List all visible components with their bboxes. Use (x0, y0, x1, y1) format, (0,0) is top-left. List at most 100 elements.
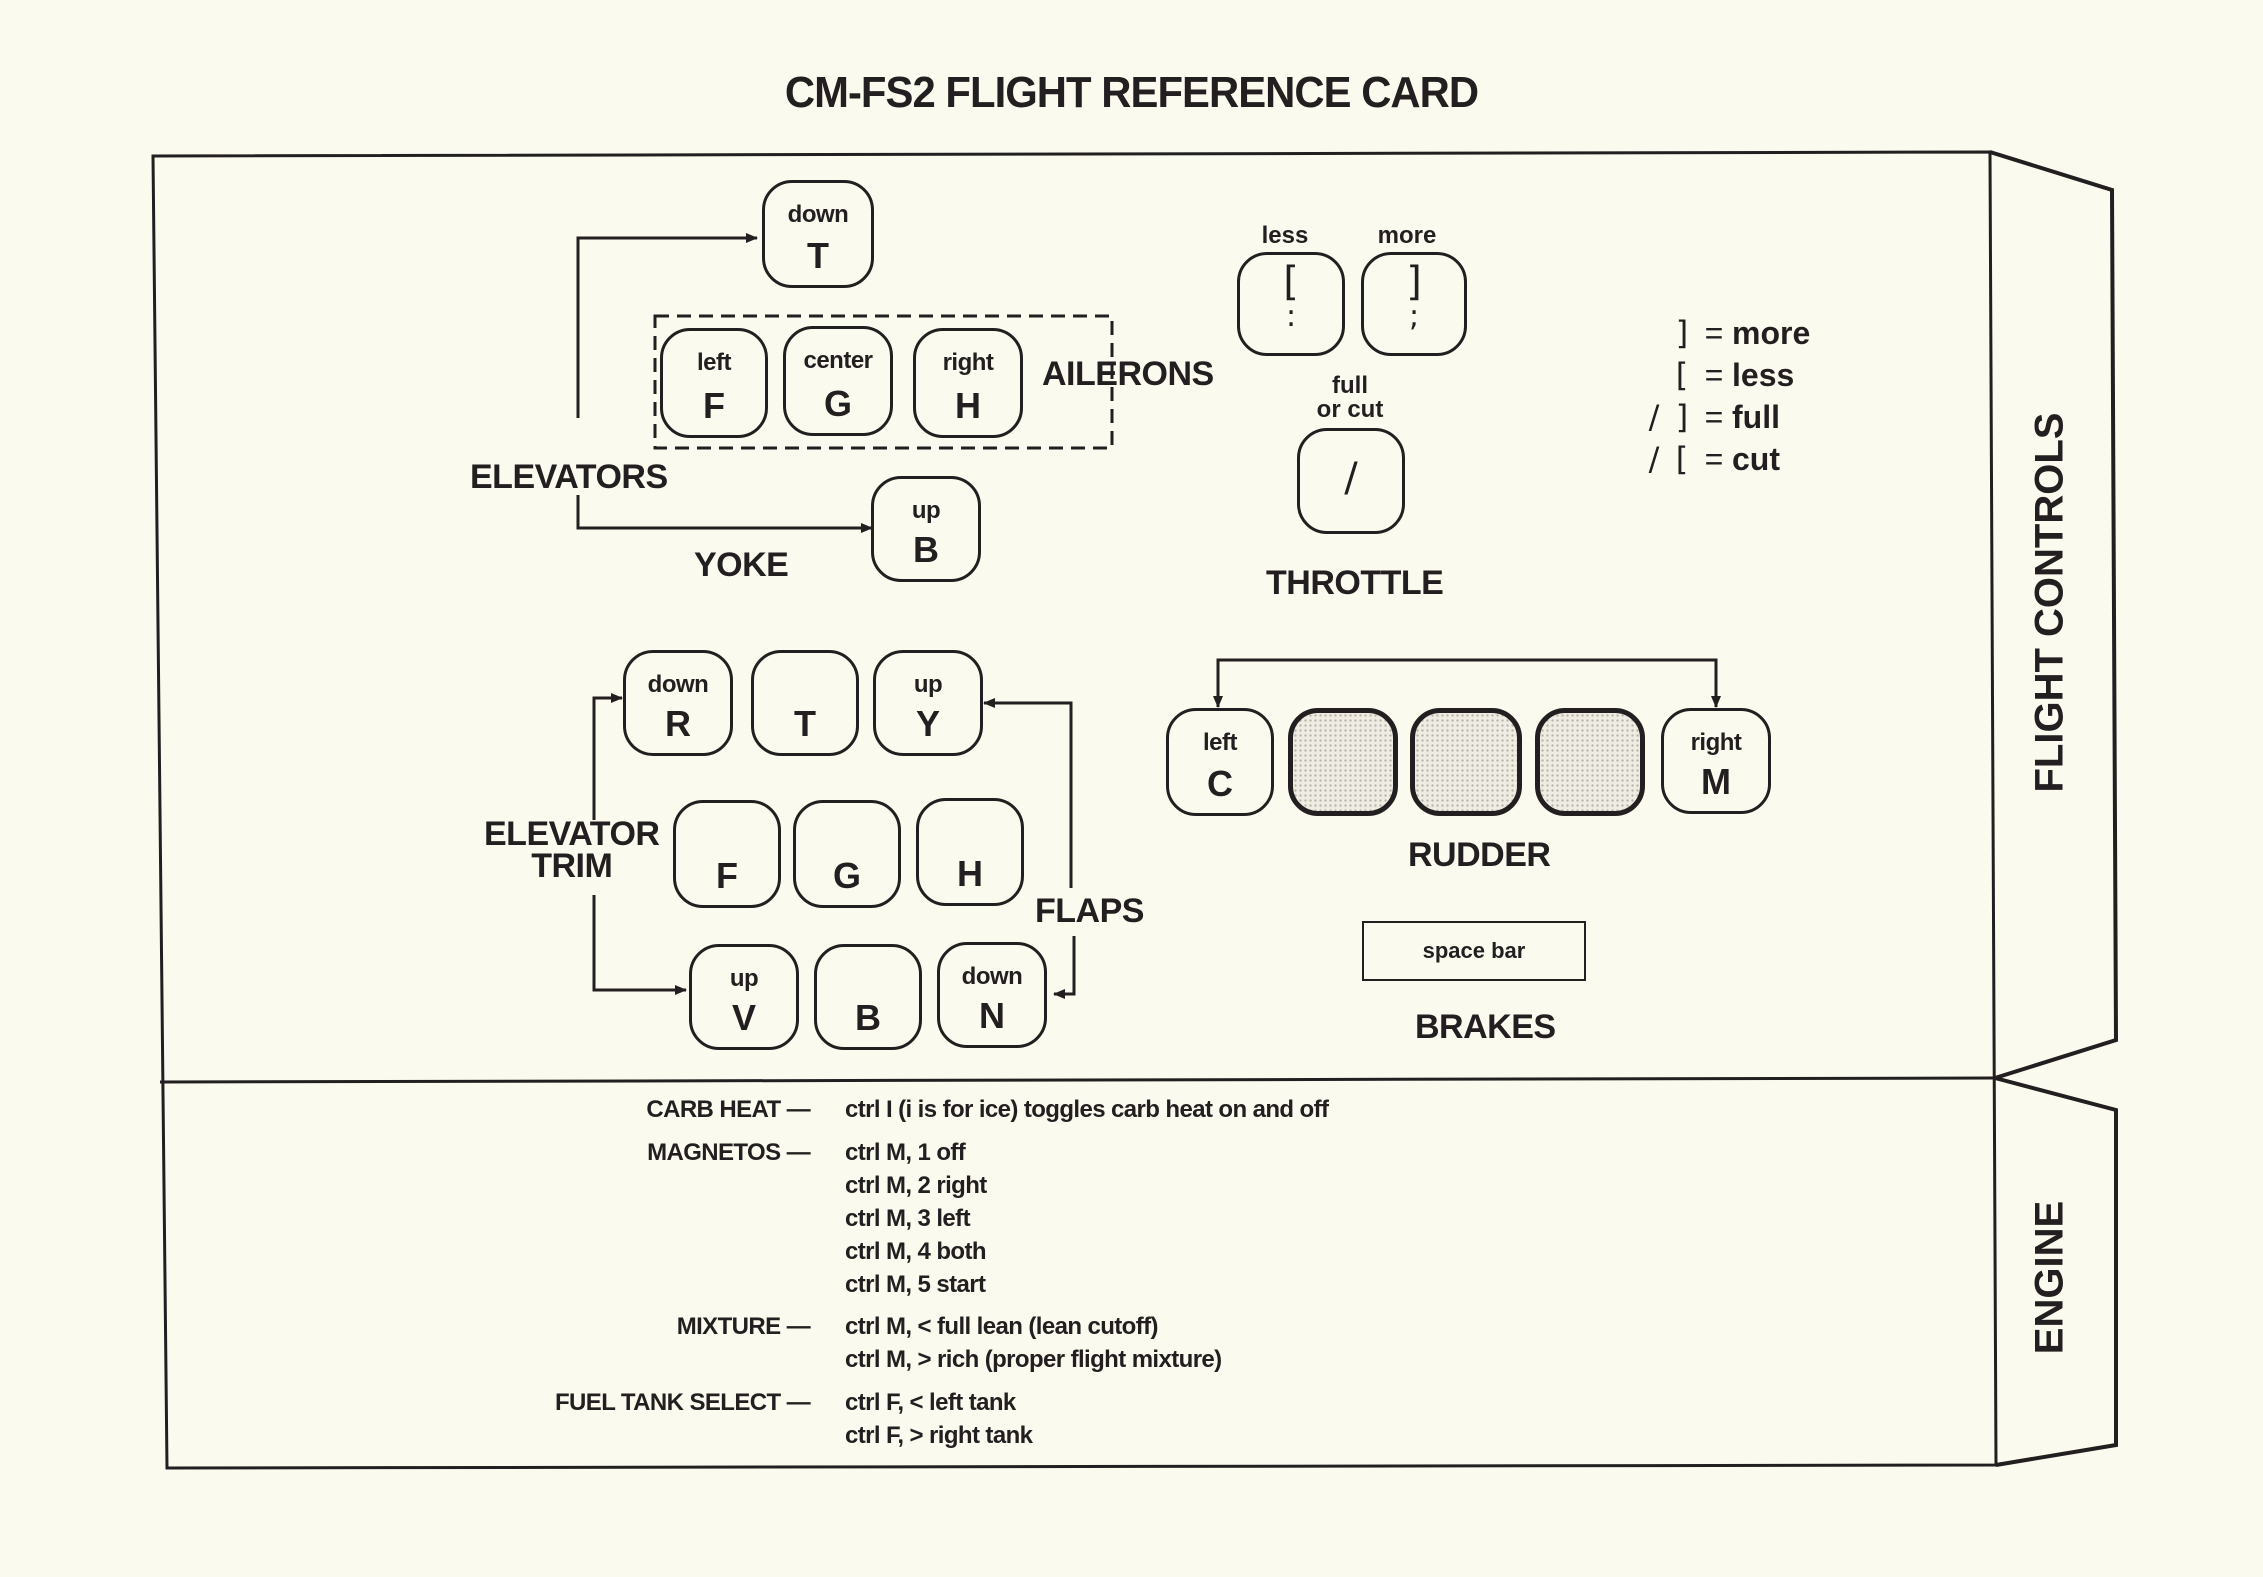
key-trim-up-v: up V (689, 944, 799, 1050)
semicolon-icon: ; (1408, 299, 1420, 334)
key-letter: H (955, 385, 981, 426)
engine-label-magnetos: MAGNETOS — (450, 1139, 811, 1167)
key-caption: down (647, 671, 709, 698)
tab-engine-label: ENGINE (2027, 1200, 2072, 1355)
key-t: T (751, 650, 859, 756)
key-throttle-more: ] ; (1361, 252, 1467, 356)
key-shaded-blank (1535, 708, 1645, 816)
key-caption: right (942, 349, 994, 376)
key-flaps-up-y: up Y (873, 650, 983, 756)
engine-value: ctrl M, < full lean (lean cutoff) (845, 1313, 1159, 1340)
key-trim-down-r: down R (623, 650, 733, 756)
engine-value: ctrl M, 1 off (845, 1139, 966, 1166)
engine-value: ctrl M, > rich (proper flight mixture) (845, 1346, 1222, 1373)
dash: — (786, 1096, 811, 1123)
key-shaded-blank (1410, 708, 1522, 816)
elevators-up-arrow (576, 495, 873, 533)
rudder-label: RUDDER (1408, 836, 1551, 874)
key-letter: T (794, 703, 816, 744)
card-title: CM-FS2 FLIGHT REFERENCE CARD (784, 68, 1479, 117)
legend-row: /] =full (1640, 398, 1780, 436)
bracket-right-icon: ] (1675, 314, 1689, 352)
throttle-or-cut-caption: or cut (1316, 396, 1384, 423)
key-letter: G (832, 855, 861, 896)
key-letter: Y (915, 703, 940, 744)
tab-engine-outline (1994, 1076, 2118, 1467)
ailerons-dashed-box (653, 314, 1114, 450)
equals-sign: = (1704, 357, 1724, 393)
key-caption: left (697, 349, 732, 376)
key-letter: V (731, 997, 756, 1038)
engine-value: ctrl M, 4 both (845, 1238, 987, 1265)
flaps-down-arrow (1053, 936, 1076, 999)
key-ailerons-right-h: right H (913, 328, 1023, 438)
throttle-label: THROTTLE (1266, 564, 1444, 602)
colon-icon: : (1285, 299, 1297, 334)
key-throttle-less: [ : (1237, 252, 1345, 356)
ailerons-label: AILERONS (1042, 355, 1214, 393)
key-f: F (673, 800, 781, 908)
equals-sign: = (1704, 399, 1724, 435)
elevators-label: ELEVATORS (470, 458, 668, 496)
key-elevators-down-t: down T (762, 180, 874, 288)
key-caption: up (913, 671, 943, 698)
bracket-left-icon: [ (1283, 259, 1299, 305)
key-letter: R (665, 703, 691, 744)
dash: — (786, 1389, 811, 1416)
trim-up-arrow (592, 895, 687, 995)
legend-row: [=less (1640, 356, 1795, 394)
trim-down-arrow (592, 693, 623, 820)
key-letter: C (1207, 763, 1233, 804)
flaps-label: FLAPS (1035, 892, 1144, 930)
engine-label-text: CARB HEAT (646, 1096, 781, 1123)
engine-value: ctrl I (i is for ice) toggles carb heat … (845, 1096, 1329, 1123)
engine-label-mixture: MIXTURE — (450, 1313, 811, 1341)
bracket-right-icon: ] (1675, 398, 1689, 436)
elevator-trim-label-line2: TRIM (531, 847, 613, 885)
key-letter: H (957, 853, 983, 894)
key-rudder-right-m: right M (1661, 708, 1771, 814)
section-divider (159, 1076, 1996, 1084)
key-letter: F (703, 385, 725, 426)
engine-label-carb-heat: CARB HEAT — (450, 1096, 810, 1124)
throttle-more-caption: more (1377, 222, 1437, 249)
bracket-right-icon: ] (1406, 259, 1422, 305)
key-throttle-full-or-cut: / (1297, 428, 1405, 534)
key-shaded-blank (1288, 708, 1398, 816)
key-caption: right (1690, 729, 1742, 756)
key-ailerons-center-g: center G (783, 326, 893, 436)
slash-icon: / (1648, 398, 1660, 436)
key-caption: up (911, 497, 941, 524)
engine-label-fuel-tank-select: FUEL TANK SELECT — (450, 1389, 811, 1417)
elevator-trim-label: ELEVATOR TRIM (484, 815, 660, 885)
key-letter: T (807, 235, 829, 276)
bracket-left-icon: [ (1675, 356, 1689, 394)
legend-meaning: more (1732, 315, 1811, 351)
key-letter: G (823, 383, 852, 424)
legend-meaning: full (1732, 399, 1780, 435)
yoke-label: YOKE (694, 546, 789, 584)
elevator-trim-label-line1: ELEVATOR (484, 815, 660, 853)
bracket-left-icon: [ (1675, 440, 1689, 478)
tab-flight-controls-outline (1989, 150, 2119, 1080)
legend-row: / [ =cut (1640, 440, 1780, 478)
equals-sign: = (1704, 315, 1724, 351)
engine-value: ctrl M, 3 left (845, 1205, 971, 1232)
rudder-arrows (1216, 658, 1718, 706)
brakes-label: BRAKES (1415, 1008, 1556, 1046)
key-letter: F (716, 855, 738, 896)
key-letter: N (979, 995, 1005, 1036)
flaps-up-arrow (983, 698, 1073, 888)
dash: — (786, 1139, 811, 1166)
key-b: B (814, 944, 922, 1050)
legend-meaning: cut (1732, 441, 1780, 477)
equals-sign: = (1704, 441, 1724, 477)
slash-icon: / (1648, 440, 1660, 478)
elevators-down-arrow (576, 233, 758, 418)
key-space-bar: space bar (1362, 921, 1586, 981)
engine-label-text: FUEL TANK SELECT (555, 1389, 781, 1416)
engine-value: ctrl M, 2 right (845, 1172, 987, 1199)
key-g: G (793, 800, 901, 908)
engine-value: ctrl M, 5 start (845, 1271, 986, 1298)
